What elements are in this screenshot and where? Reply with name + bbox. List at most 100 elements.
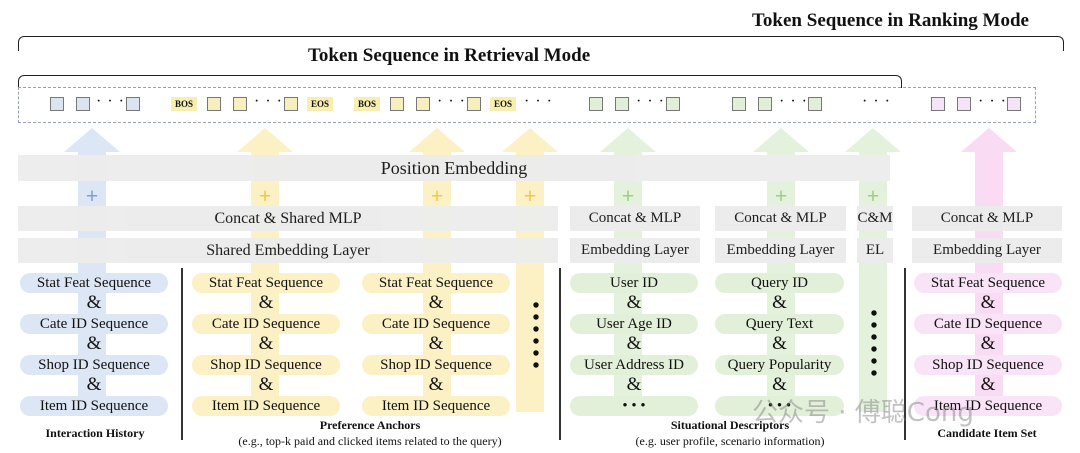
separator [559, 268, 561, 440]
ranking-title: Token Sequence in Ranking Mode [752, 10, 1029, 31]
feature-pill: Cate ID Sequence [362, 314, 510, 334]
feature-pill: Query Popularity [715, 355, 844, 375]
feature-pill: • • • [715, 396, 844, 416]
feature-pill: Stat Feat Sequence [914, 273, 1062, 293]
ellipsis: · · · [978, 93, 1007, 110]
retrieval-brace [18, 75, 902, 88]
token-yellow [467, 97, 481, 111]
token-pink [957, 97, 971, 111]
separator [181, 268, 183, 440]
feature-pill: Item ID Sequence [20, 396, 168, 416]
token-blue [76, 97, 90, 111]
vertical-ellipsis: •••••• [532, 295, 540, 377]
ampersand: & [428, 292, 444, 313]
concat-mlp-query: Concat & MLP [715, 206, 846, 231]
bos-token: BOS [171, 97, 198, 111]
token-green [615, 97, 629, 111]
position-embedding: Position Embedding [18, 155, 890, 181]
token-yellow [284, 97, 298, 111]
ampersand: & [626, 374, 642, 395]
feature-pill: Item ID Sequence [362, 396, 510, 416]
concat-mlp-user: Concat & MLP [570, 206, 700, 231]
ampersand: & [258, 292, 274, 313]
caption-candidate-item-set: Candidate Item Set [937, 426, 1037, 440]
feature-pill: User Address ID [570, 355, 698, 375]
eos-token: EOS [307, 97, 334, 111]
ampersand: & [86, 333, 102, 354]
ellipsis: · · · [524, 93, 553, 110]
ellipsis: · · · [254, 93, 283, 110]
feature-pill: Query Text [715, 314, 844, 334]
embedding-layer-query: Embedding Layer [715, 238, 846, 263]
token-blue [50, 97, 64, 111]
ampersand: & [772, 374, 787, 395]
token-pink [1007, 97, 1021, 111]
feature-pill: Shop ID Sequence [914, 355, 1062, 375]
ampersand: & [980, 333, 996, 354]
token-blue [126, 97, 140, 111]
feature-pill: Stat Feat Sequence [20, 273, 168, 293]
ampersand: & [772, 333, 787, 354]
caption-preference-anchors-sub: (e.g., top-k paid and clicked items rela… [238, 434, 502, 448]
separator [904, 268, 906, 440]
ampersand: & [626, 333, 642, 354]
ampersand: & [86, 374, 102, 395]
ellipsis: · · · [779, 93, 808, 110]
up-arrow-icon [502, 128, 558, 412]
ellipsis: · · · [96, 93, 125, 110]
ampersand: & [86, 292, 102, 313]
feature-pill: User Age ID [570, 314, 698, 334]
vertical-ellipsis: •••••• [870, 303, 878, 385]
token-yellow [233, 97, 247, 111]
caption-situational-descriptors: Situational Descriptors [670, 418, 790, 432]
embedding-layer-candidate: Embedding Layer [912, 238, 1062, 263]
caption-situational-sub: (e.g. user profile, scenario information… [635, 434, 825, 448]
ampersand: & [980, 292, 996, 313]
caption-preference-anchors: Preference Anchors [319, 418, 421, 432]
plus-icon: + [621, 183, 635, 208]
plus-icon: + [866, 183, 880, 208]
token-sequence-box [18, 87, 1036, 123]
ampersand: & [980, 374, 996, 395]
token-yellow [416, 97, 430, 111]
ampersand: & [428, 374, 444, 395]
token-green [758, 97, 772, 111]
ampersand: & [428, 333, 444, 354]
cm-layer: C&M [857, 206, 893, 231]
feature-pill: Shop ID Sequence [362, 355, 510, 375]
ampersand: & [258, 333, 274, 354]
eos-token: EOS [490, 97, 517, 111]
feature-pill: Stat Feat Sequence [192, 273, 340, 293]
feature-pill: Item ID Sequence [914, 396, 1062, 416]
plus-icon: + [774, 183, 788, 208]
ampersand: & [626, 292, 642, 313]
embedding-layer-user: Embedding Layer [570, 238, 700, 263]
token-pink [931, 97, 945, 111]
plus-icon: + [258, 183, 272, 208]
ellipsis: · · · [437, 93, 466, 110]
ellipsis: · · · [862, 93, 891, 110]
feature-pill: Query ID [715, 273, 844, 293]
plus-icon: + [85, 183, 99, 208]
retrieval-title: Token Sequence in Retrieval Mode [308, 45, 591, 66]
el-layer: EL [857, 238, 893, 263]
token-yellow [207, 97, 221, 111]
feature-pill: Cate ID Sequence [20, 314, 168, 334]
caption-interaction-history: Interaction History [45, 426, 145, 440]
ampersand: & [772, 292, 787, 313]
shared-embedding-layer: Shared Embedding Layer [18, 238, 558, 263]
token-green [589, 97, 603, 111]
feature-pill: Stat Feat Sequence [362, 273, 510, 293]
ampersand: & [258, 374, 274, 395]
token-green [666, 97, 680, 111]
feature-pill: Shop ID Sequence [20, 355, 168, 375]
plus-icon: + [523, 183, 537, 208]
feature-pill: Shop ID Sequence [192, 355, 340, 375]
watermark: 公众号 · 傅聪Cong [752, 398, 974, 428]
ellipsis: · · · [636, 93, 665, 110]
feature-pill: • • • [570, 396, 698, 416]
token-green [808, 97, 822, 111]
feature-pill: Item ID Sequence [192, 396, 340, 416]
feature-pill: Cate ID Sequence [914, 314, 1062, 334]
